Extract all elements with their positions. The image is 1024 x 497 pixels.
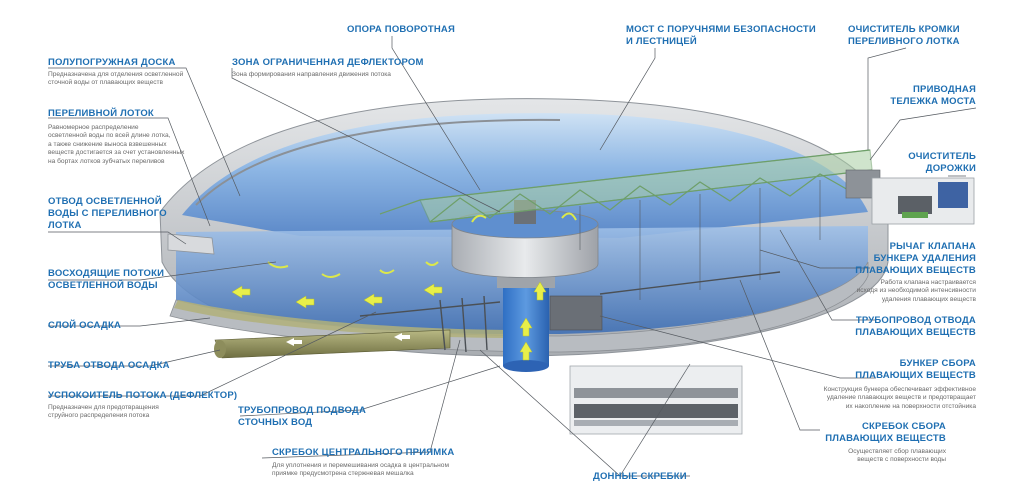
label-opora: ОПОРА ПОВОРОТНАЯ [347,24,455,35]
label-polupogruzhnaya: ПОЛУПОГРУЖНАЯ ДОСКА [48,57,176,68]
flow-arrow-icon [231,285,251,299]
sludge-pipe-end [214,340,226,358]
desc-polupogruzhnaya: Предназначена для отделения осветленной … [48,71,184,87]
label-most: МОСТ С ПОРУЧНЯМИ БЕЗОПАСНОСТИ И ЛЕСТНИЦЕ… [626,24,816,47]
label-sloy: СЛОЙ ОСАДКА [48,320,122,331]
label-ochistitel-kromki: ОЧИСТИТЕЛЬ КРОМКИ ПЕРЕЛИВНОГО ЛОТКА [848,24,960,47]
overflow-trough [167,233,215,255]
deflector-drum [451,223,599,278]
desc-perelivnoy: Равномерное распределение осветленной во… [48,124,185,165]
label-truboprovod-podvoda: ТРУБОПРОВОД ПОДВОДА СТОЧНЫХ ВОД [238,405,367,428]
label-otvod: ОТВОД ОСВЕТЛЕННОЙ ВОДЫ С ПЕРЕЛИВНОГО ЛОТ… [48,196,167,231]
flow-arrows [231,281,547,361]
desc-skrebok-sbora: Осуществляет сбор плавающих веществ с по… [848,448,946,464]
inset-scrapers [569,365,743,435]
flow-arrow-icon [423,283,443,297]
label-donnye: ДОННЫЕ СКРЕБКИ [593,471,687,482]
sludge-layer [174,300,520,338]
label-truboprovod-otvoda: ТРУБОПРОВОД ОТВОДА ПЛАВАЮЩИХ ВЕЩЕСТВ [855,315,976,338]
label-bunker: БУНКЕР СБОРА ПЛАВАЮЩИХ ВЕЩЕСТВ [855,358,976,381]
label-rychag: РЫЧАГ КЛАПАНА БУНКЕРА УДАЛЕНИЯ ПЛАВАЮЩИХ… [855,241,976,276]
desc-uspokoitel: Предназначен для предотвращения струйног… [48,404,159,420]
label-zona: ЗОНА ОГРАНИЧЕННАЯ ДЕФЛЕКТОРОМ [232,57,424,68]
leader-lines [48,36,977,477]
flow-arrow-icon [519,317,533,337]
flow-arrow-icon [519,341,533,361]
white-arrow-icon [286,338,302,346]
label-truba: ТРУБА ОТВОДА ОСАДКА [48,360,170,371]
water-surface [182,113,868,238]
inset-path-cleaner [871,177,975,225]
desc-bunker: Конструкция бункера обеспечивает эффекти… [823,386,976,410]
desc-rychag: Работа клапана настраивается исходя из н… [856,279,976,303]
bottom-scrapers [359,271,781,353]
feed-pipe-bottom [503,360,549,372]
flow-arrow-icon [363,293,383,307]
label-ochistitel-dorozhki: ОЧИСТИТЕЛЬ ДОРОЖКИ [908,151,976,174]
bridge-hangers [579,180,821,300]
label-skrebok-priyamka: СКРЕБОК ЦЕНТРАЛЬНОГО ПРИЯМКА [272,447,455,458]
label-privodnaya: ПРИВОДНАЯ ТЕЛЕЖКА МОСТА [890,84,976,107]
desc-skrebok-priyamka: Для уплотнения и перемешивания осадка в … [272,462,449,478]
label-skrebok-sbora: СКРЕБОК СБОРА ПЛАВАЮЩИХ ВЕЩЕСТВ [825,421,946,444]
white-arrow-icon [394,333,410,341]
bridge-truss [379,149,873,223]
desc-zona: Зона формирования направления движения п… [232,71,391,78]
scum-board [195,118,561,206]
flow-arrow-icon [533,281,547,301]
label-uspokoitel: УСПОКОИТЕЛЬ ПОТОКА (ДЕФЛЕКТОР) [48,390,238,401]
scum-hopper [549,295,603,331]
curved-flow-arrows [267,212,577,278]
label-perelivnoy: ПЕРЕЛИВНОЙ ЛОТОК [48,108,154,119]
pipe-arrows [286,333,410,346]
label-voskhodyashchie: ВОСХОДЯЩИЕ ПОТОКИ ОСВЕТЛЕННОЙ ВОДЫ [48,268,165,291]
flow-arrow-icon [295,295,315,309]
